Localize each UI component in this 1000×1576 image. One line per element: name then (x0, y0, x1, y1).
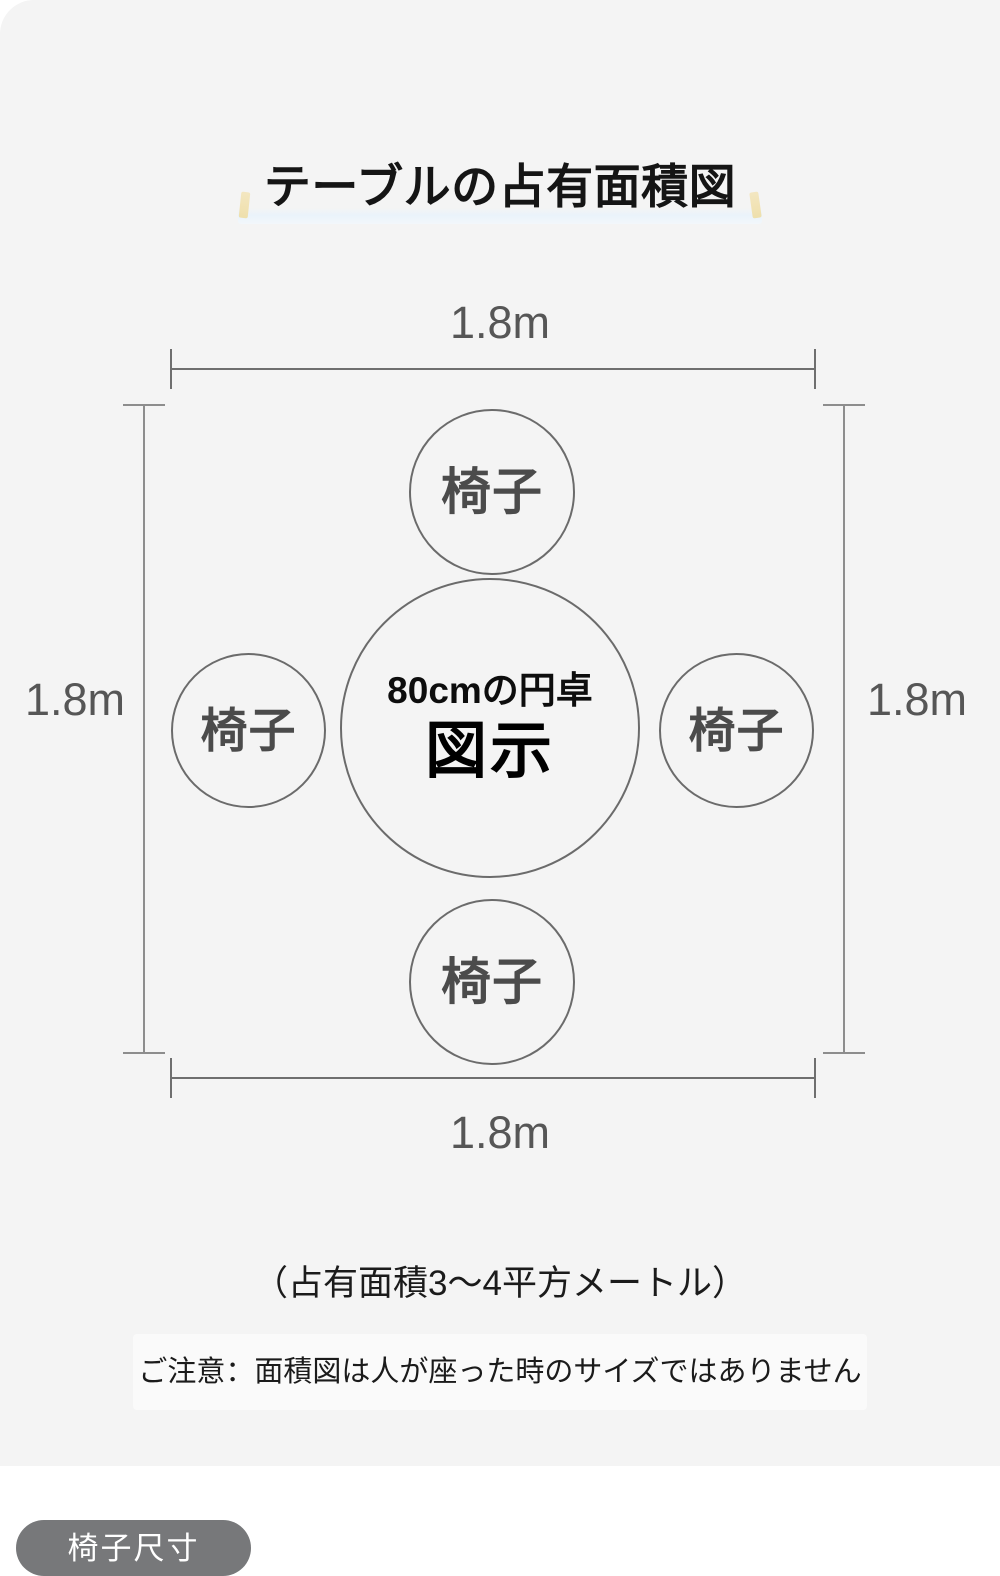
dimension-label-right: 1.8m (866, 674, 968, 725)
dimension-label-left: 1.8m (24, 674, 126, 725)
dimension-line-bottom (170, 1058, 816, 1098)
dimension-tick-right-top (823, 404, 865, 406)
dimension-label-bottom: 1.8m (449, 1107, 551, 1158)
chair-label-left: 椅子 (200, 703, 297, 757)
note-caption: ご注意：面積図は人が座った時のサイズではありません (138, 1356, 862, 1388)
table-diameter-label: 80cmの円卓 (387, 670, 593, 711)
area-caption: （占有面積3〜4平方メートル） (253, 1264, 747, 1303)
bottom-pill-button[interactable]: 椅子尺寸 (16, 1520, 251, 1576)
dimension-line-left (123, 404, 165, 1054)
note-band (133, 1334, 867, 1410)
chair-circle-left: 椅子 (171, 653, 326, 808)
chair-circle-right: 椅子 (659, 653, 814, 808)
title-highlight-underline (237, 208, 763, 224)
caption-area: （占有面積3〜4平方メートル） ご注意：面積図は人が座った時のサイズではありませ… (0, 1262, 1000, 1410)
page-title-inner: テーブルの占有面積図 (237, 158, 763, 226)
page-title: テーブルの占有面積図 (0, 158, 1000, 226)
dimension-tick-right-bottom (823, 1052, 865, 1054)
dimension-tick-bottom-left (170, 1058, 172, 1098)
table-circle: 80cmの円卓 図示 (340, 578, 640, 878)
page-title-text: テーブルの占有面積図 (263, 160, 737, 213)
dimension-tick-bottom-right (814, 1058, 816, 1098)
dimension-tick-left-bottom (123, 1052, 165, 1054)
chair-circle-top: 椅子 (409, 409, 575, 575)
dimension-line-right (823, 404, 865, 1054)
dimension-line-top (170, 349, 816, 389)
table-caption-label: 図示 (424, 717, 555, 786)
dimension-tick-top-left (170, 349, 172, 389)
bottom-pill-label: 椅子尺寸 (67, 1531, 200, 1566)
chair-label-right: 椅子 (688, 703, 785, 757)
chair-label-bottom: 椅子 (441, 954, 543, 1010)
dimension-tick-left-top (123, 404, 165, 406)
dimension-tick-top-right (814, 349, 816, 389)
chair-label-top: 椅子 (441, 464, 543, 520)
chair-circle-bottom: 椅子 (409, 899, 575, 1065)
dimension-label-top: 1.8m (449, 297, 551, 348)
